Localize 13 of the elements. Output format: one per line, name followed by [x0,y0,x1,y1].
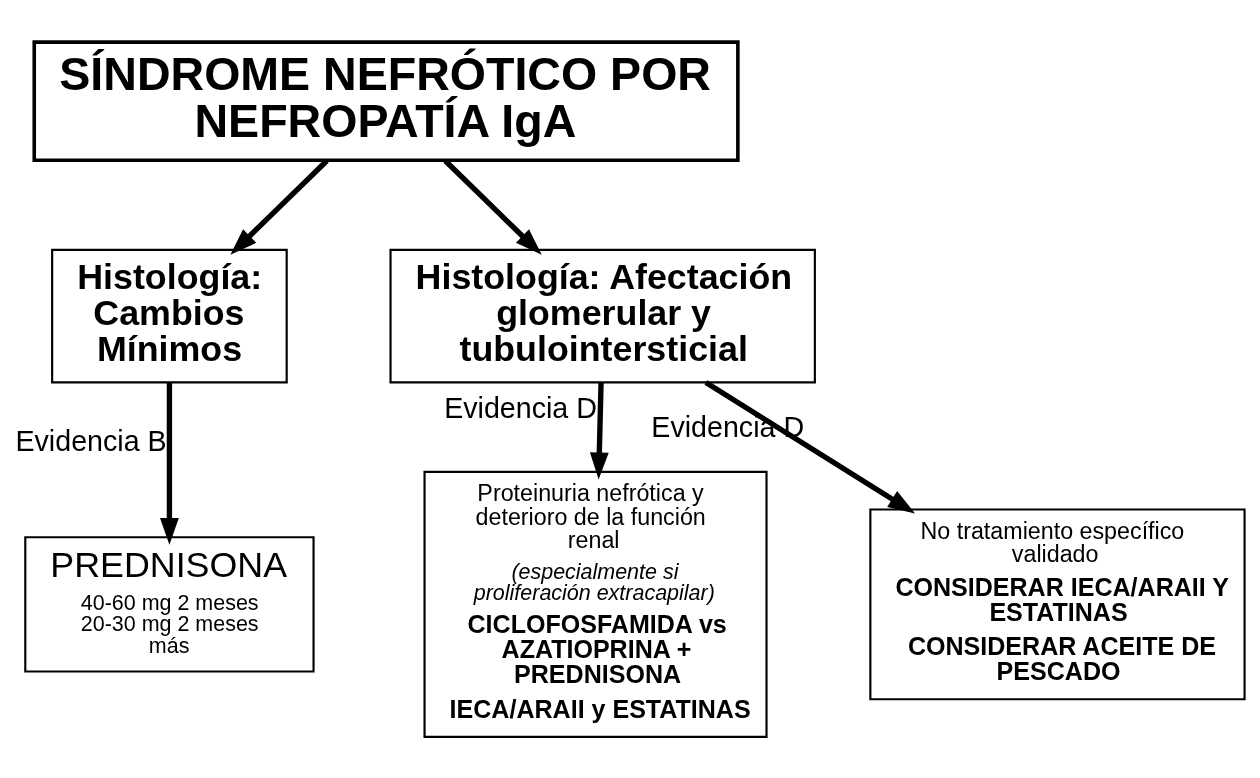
arrow [160,382,179,545]
arrow [230,158,329,255]
node-box: SÍNDROME NEFRÓTICO POR NEFROPATÍA IgA [32,39,740,162]
node-box: Proteinuria nefrótica y deterioro de la función renal (especialmente si proliferación extracapilar) CICLOFOSFAMIDA vs AZATIOPRINA + PREDNISONA IECA/ARAII y ESTATINAS [423,470,768,738]
arrow [443,158,542,255]
node-box: Histología: Cambios Mínimos [51,248,288,383]
node-box: No tratamiento específico validado CONSIDERAR IECA/ARAII Y ESTATINAS CONSIDERAR ACEITE DE PESCADO [869,507,1246,700]
edge-label: Evidencia D [444,391,597,424]
arrow [704,379,915,513]
arrow [589,381,609,479]
node-box: PREDNISONA 40-60 mg 2 meses 20-30 mg 2 meses más [24,535,315,673]
edge-label: Evidencia B [15,424,167,457]
node-box: Histología: Afectación glomerular y tubulointersticial [389,248,816,383]
